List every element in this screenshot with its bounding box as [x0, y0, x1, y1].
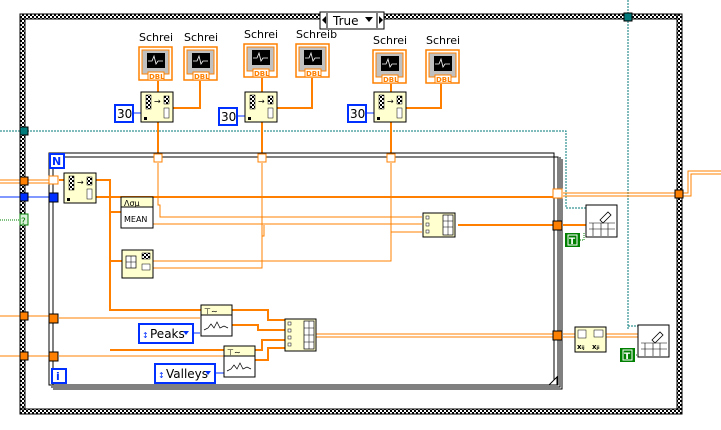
graph-icon — [192, 53, 210, 68]
svg-text:30: 30 — [221, 110, 236, 124]
waveform-terminal-label: Schrei — [244, 28, 278, 41]
graph-icon — [381, 56, 399, 71]
unknown-terminal: ? — [21, 217, 26, 227]
transpose-array-node[interactable]: xᵢⱼ xⱼᵢ — [574, 326, 607, 353]
boolean-true-constant[interactable]: T — [565, 233, 580, 247]
svg-text:→: → — [77, 178, 84, 187]
pencil-icon — [599, 211, 612, 224]
type-badge: DBL — [306, 70, 322, 78]
waveform-terminal-label: Schrei — [426, 34, 460, 47]
svg-text:MEAN: MEAN — [124, 215, 147, 224]
svg-text:xⱼᵢ: xⱼᵢ — [592, 343, 600, 351]
mean-node[interactable]: Λσμ MEAN — [120, 196, 154, 229]
pencil-icon — [651, 331, 664, 344]
decrement-arrow-icon[interactable] — [322, 16, 326, 24]
orange-wires — [0, 78, 721, 361]
array-size-node[interactable] — [121, 249, 154, 279]
graph-icon — [304, 50, 322, 65]
waveform-terminal-label: Schrei — [184, 31, 218, 44]
svg-text:Peaks: Peaks — [150, 327, 185, 341]
numeric-constant[interactable]: 30 — [114, 104, 134, 123]
svg-text:30: 30 — [350, 107, 365, 121]
enum-valleys[interactable]: ↕ Valleys — [154, 363, 216, 384]
numeric-constant[interactable]: 30 — [218, 107, 238, 126]
chevron-down-icon[interactable] — [205, 371, 211, 375]
write-spreadsheet-node[interactable] — [585, 204, 618, 238]
waveform-terminal-label: Schreib — [296, 28, 337, 41]
valleys-waveform-icon — [226, 362, 252, 372]
chevron-down-icon[interactable] — [365, 17, 373, 22]
svg-text:Valleys: Valleys — [166, 367, 208, 381]
svg-text:→: → — [387, 97, 394, 106]
for-loop[interactable] — [48, 152, 563, 390]
type-badge: DBL — [254, 70, 270, 78]
numeric-constant[interactable]: 30 — [347, 104, 367, 123]
svg-text:N: N — [52, 155, 61, 168]
build-array-node[interactable] — [422, 212, 456, 238]
svg-text:→: → — [258, 97, 265, 106]
svg-text:T: T — [624, 352, 631, 362]
teal-tunnel-left — [19, 126, 29, 136]
svg-text:→: → — [154, 97, 161, 106]
type-badge: DBL — [383, 76, 399, 84]
svg-text:30: 30 — [117, 107, 132, 121]
waveform-terminal-label: Schrei — [373, 34, 407, 47]
svg-text:xᵢⱼ: xᵢⱼ — [577, 343, 585, 351]
case-selector-value: True — [332, 14, 359, 28]
loop-tunnels — [48, 153, 563, 362]
svg-text:i: i — [56, 370, 60, 383]
boolean-true-constant[interactable]: T — [620, 348, 635, 362]
svg-text:↕: ↕ — [142, 331, 149, 340]
peak-detector-node[interactable]: ⊤∼ — [200, 304, 233, 337]
array-subset-node[interactable]: → — [373, 91, 407, 123]
enum-peaks[interactable]: ↕ Peaks — [138, 323, 194, 344]
hammer-wave-icon: ⊤∼ — [227, 348, 241, 357]
waveform-terminal-label: Schrei — [139, 31, 173, 44]
type-badge: DBL — [436, 76, 452, 84]
array-subset-node[interactable]: → — [63, 172, 97, 204]
loop-count-terminal[interactable]: N — [49, 153, 65, 169]
hammer-wave-icon: ⊤∼ — [204, 307, 218, 316]
teal-tunnel-top — [623, 12, 633, 22]
statistics-icon: Λσμ — [124, 199, 140, 208]
array-subset-node[interactable]: → — [244, 91, 278, 123]
svg-text:↕: ↕ — [158, 371, 165, 380]
array-subset-node[interactable]: → — [140, 91, 174, 123]
type-badge: DBL — [194, 73, 210, 81]
increment-arrow-icon[interactable] — [379, 16, 383, 24]
case-selector[interactable]: True — [319, 11, 385, 30]
case-tunnels: ? — [19, 176, 684, 361]
build-array-node[interactable] — [284, 318, 317, 352]
graph-icon — [147, 53, 165, 68]
write-spreadsheet-node[interactable] — [637, 324, 670, 358]
valley-detector-node[interactable]: ⊤∼ — [223, 345, 256, 378]
chevron-down-icon[interactable] — [183, 331, 189, 335]
peaks-waveform-icon — [203, 321, 229, 331]
green-wires — [0, 219, 640, 356]
graph-icon — [252, 50, 270, 65]
loop-iteration-terminal: i — [51, 368, 67, 384]
case-structure[interactable] — [19, 13, 683, 415]
type-badge: DBL — [149, 73, 165, 81]
svg-text:T: T — [569, 237, 576, 247]
graph-icon — [434, 56, 452, 71]
